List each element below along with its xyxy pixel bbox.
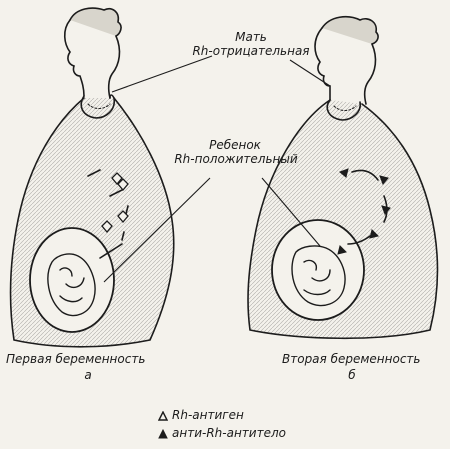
legend-item-antibody: анти-Rh-антитело (158, 426, 286, 440)
mother-label: Мать (235, 30, 267, 44)
filled-triangle-icon (158, 428, 168, 438)
flow-arrow-1 (87, 169, 101, 177)
leader-lines (103, 55, 331, 283)
fetus (291, 245, 346, 307)
flow-arrow-3 (347, 235, 371, 245)
back-of-head (107, 35, 121, 99)
legend-item-antigen: Rh-антиген (157, 408, 244, 422)
flow-arrow-4 (121, 231, 125, 241)
fetus (47, 253, 96, 317)
face (314, 27, 331, 101)
mother-rh-label: Rh-отрицательная (192, 44, 310, 58)
hollow-triangle-icon (157, 409, 169, 421)
mother-figure-second (247, 15, 439, 340)
hair (69, 7, 122, 37)
child-label: Ребенок (209, 138, 261, 152)
child-rh-label: Rh-положительный (174, 152, 298, 166)
mother-leader-right (289, 59, 331, 87)
second-pregnancy-letter: б (348, 368, 356, 382)
first-pregnancy-label: Первая беременность (6, 352, 146, 366)
mother-leader-left (111, 55, 213, 93)
hair (321, 15, 379, 45)
antibody-markers-second (337, 168, 391, 255)
second-pregnancy-label: Вторая беременность (282, 352, 421, 366)
flow-arrow-1 (351, 169, 379, 181)
child-leader-left (103, 177, 211, 283)
umbilical-cord (99, 243, 123, 259)
flow-arrow-3 (125, 205, 129, 215)
antigen-markers-first (101, 172, 129, 234)
legend-label: Rh-антиген (172, 408, 244, 422)
child-leader-right (261, 177, 321, 247)
legend-label: анти-Rh-антитело (172, 426, 286, 440)
flow-arrow-2 (109, 189, 123, 197)
face (63, 19, 85, 97)
back-of-head (363, 43, 377, 105)
uterus (29, 227, 115, 333)
first-pregnancy-letter: а (84, 368, 92, 382)
mother-figure-first (9, 7, 175, 348)
